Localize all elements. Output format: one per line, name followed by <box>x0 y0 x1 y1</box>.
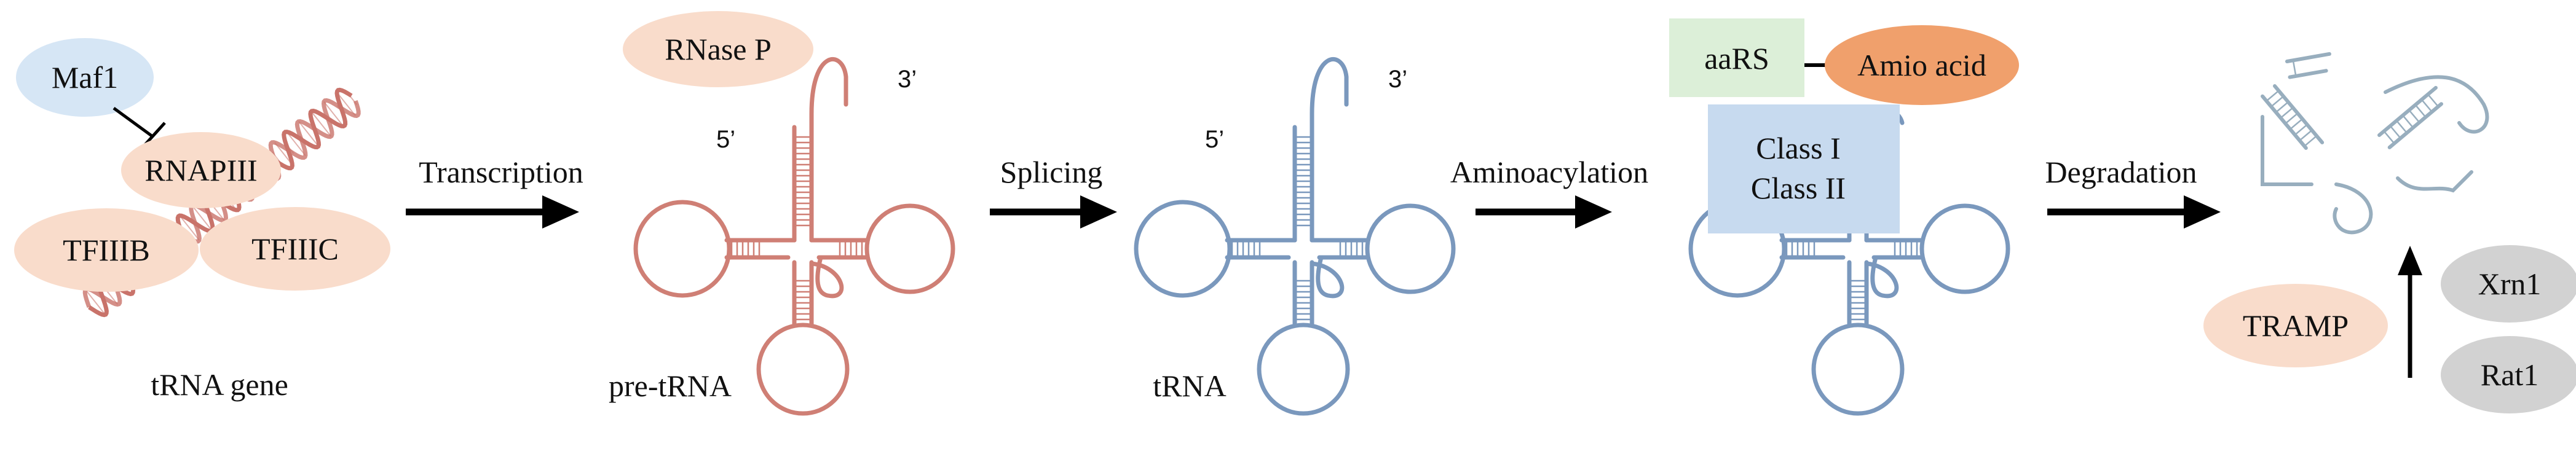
pre-trna-label: pre-tRNA <box>609 369 732 403</box>
rat1-label: Rat1 <box>2481 358 2538 392</box>
class-1-label: Class I <box>1756 131 1841 165</box>
degradation-arrow <box>2047 195 2221 229</box>
class-2-label: Class II <box>1751 171 1846 205</box>
aminoacylation-arrow <box>1476 195 1612 229</box>
tfiiic-node <box>200 207 390 291</box>
pre-trna-5prime-label: 5’ <box>716 126 735 153</box>
trna-5prime-label: 5’ <box>1205 126 1224 153</box>
pre-trna-structure <box>633 57 955 416</box>
rnase-p-node <box>623 11 813 87</box>
decay-arrow <box>2398 246 2422 378</box>
rnapiii-node <box>121 132 281 208</box>
rat1-node <box>2441 336 2576 413</box>
splicing-label: Splicing <box>1000 155 1103 189</box>
degradation-label: Degradation <box>2045 155 2197 189</box>
xrn1-label: Xrn1 <box>2478 267 2542 301</box>
aars-box <box>1669 18 1804 97</box>
splicing-arrow <box>990 195 1117 229</box>
tfiiic-label: TFIIIC <box>251 232 339 266</box>
transcription-label: Transcription <box>419 155 583 189</box>
pre-trna-3prime-label: 3’ <box>898 66 917 93</box>
transcription-arrow <box>406 195 579 229</box>
rnase-p-label: RNase P <box>665 32 772 66</box>
aars-label: aaRS <box>1704 41 1769 76</box>
class-box <box>1708 104 1900 233</box>
tfiiib-node <box>14 208 199 292</box>
maf1-label: Maf1 <box>52 60 118 95</box>
degraded-trna-fragments <box>2261 52 2489 235</box>
mature-trna-structure <box>1134 57 1456 416</box>
rnapiii-label: RNAPIII <box>144 153 257 187</box>
tramp-label: TRAMP <box>2243 308 2349 343</box>
trna-3prime-label: 3’ <box>1388 66 1407 93</box>
amino-acid-label: Amio acid <box>1857 48 1986 82</box>
amino-acid-node <box>1825 25 2019 105</box>
maf1-node <box>16 38 154 117</box>
tfiiib-label: TFIIIB <box>63 233 150 267</box>
aminoacylation-label: Aminoacylation <box>1450 155 1648 189</box>
trna-gene-label: tRNA gene <box>151 367 288 402</box>
xrn1-node <box>2441 245 2576 323</box>
trna-label: tRNA <box>1153 369 1226 403</box>
tramp-node <box>2203 284 2388 367</box>
